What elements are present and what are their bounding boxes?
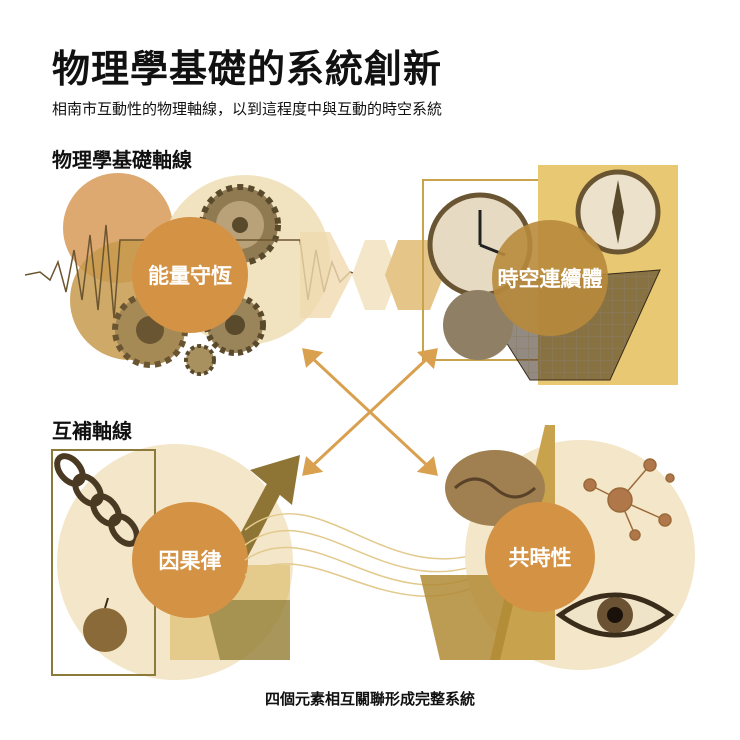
apple-icon	[83, 597, 127, 652]
chain-icon	[54, 453, 140, 547]
spacetime-label: 時空連續體	[498, 267, 603, 291]
synchronicity-label: 共時性	[509, 546, 572, 570]
spacetime-cluster: 時空連續體	[422, 165, 678, 385]
section-physics-axis: 物理學基礎軸線	[52, 148, 192, 172]
page-subtitle: 相南市互動性的物理軸線，以到這程度中與互動的時空系統	[52, 100, 443, 118]
gear-icon	[184, 344, 216, 376]
page-title: 物理學基礎的系統創新	[52, 47, 443, 91]
synchronicity-cluster: 共時性	[420, 425, 695, 670]
energy-cluster: 能量守恆	[24, 173, 363, 376]
energy-label: 能量守恆	[148, 264, 232, 288]
compass-icon	[575, 169, 661, 255]
causality-cluster: 因果律	[51, 444, 300, 680]
footer-caption: 四個元素相互關聯形成完整系統	[264, 690, 475, 708]
cross-arrows	[302, 348, 438, 476]
spacetime-node	[492, 220, 608, 336]
network-icon	[583, 458, 675, 541]
texture-sphere	[443, 290, 513, 360]
causality-node	[132, 502, 248, 618]
connector-chevron	[300, 232, 352, 318]
bg-block	[205, 600, 290, 660]
synchronicity-node	[485, 502, 595, 612]
section-complement-axis: 互補軸線	[52, 419, 132, 443]
bg-block	[420, 575, 520, 660]
connector-hexagon	[352, 240, 398, 310]
causality-label: 因果律	[159, 549, 222, 573]
energy-node	[132, 217, 248, 333]
eye-icon	[555, 592, 675, 638]
